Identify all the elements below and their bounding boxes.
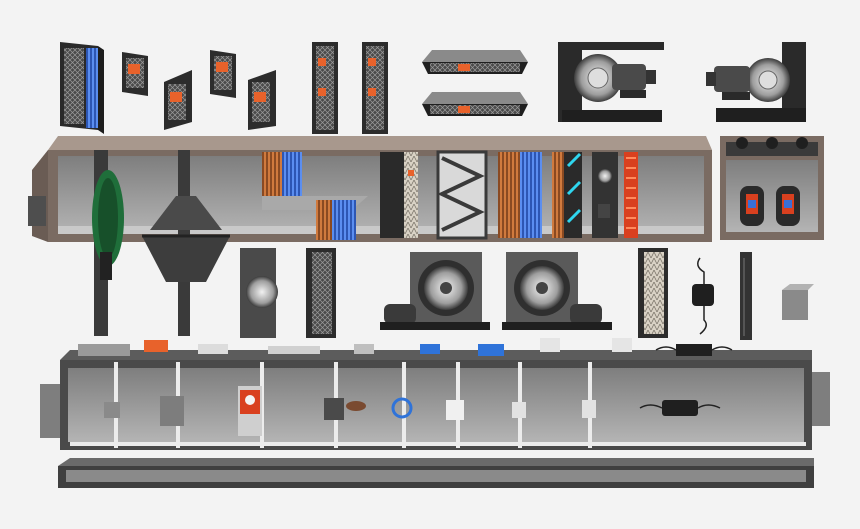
humidity-transmitter-icon: [324, 398, 366, 420]
middle-row-components: [240, 248, 814, 340]
reheat-coil-icon: [552, 152, 582, 238]
freeze-stat-head-icon: [512, 402, 526, 418]
cooling-coil-icon: [498, 152, 542, 238]
energy-recovery-wheel-icon: [92, 150, 124, 336]
main-ahu-sections: [92, 150, 638, 336]
cable-assembly-icon: [655, 344, 733, 356]
cable-connector-icon: [639, 400, 721, 416]
bag-filter-icon: [362, 42, 388, 134]
temperature-sensor-icon: [160, 396, 184, 426]
control-panel-icon: [238, 386, 262, 436]
airflow-station-icon: [478, 344, 504, 356]
sensor-rail-devices: [78, 338, 733, 436]
plenum-fan-motor-icon: [558, 42, 664, 122]
filter-section-icon: [380, 152, 418, 238]
fan-section-icon: [592, 152, 618, 238]
duct-sensor-icon: [268, 346, 320, 354]
damper-actuator-icon: [248, 70, 276, 130]
compressor-icon: [740, 186, 764, 226]
mixing-box-damper-icon: [422, 92, 528, 116]
pre-filter-icon: [306, 248, 336, 338]
mixing-section-icon: [142, 150, 230, 336]
current-sensor-icon: [612, 338, 632, 352]
freeze-stat-icon: [540, 338, 560, 352]
centrifugal-fan-icon: [380, 252, 490, 330]
mixing-box-damper-icon: [422, 50, 528, 74]
base-rail: [58, 458, 814, 488]
final-filter-icon: [638, 248, 668, 338]
static-pressure-sensor-icon: [104, 402, 120, 418]
top-row-components: [60, 42, 806, 134]
compressor-icon: [776, 186, 800, 226]
sensor-rail-casing: [40, 350, 830, 450]
plenum-fan-motor-icon: [706, 42, 806, 122]
pressure-switch-icon: [354, 344, 374, 354]
electric-heater-icon: [624, 152, 638, 238]
actuator-icon: [144, 340, 168, 352]
thermostat-icon: [198, 344, 228, 354]
pleated-filter-icon: [436, 150, 488, 240]
damper-actuator-icon: [164, 70, 192, 130]
controller-icon: [78, 344, 130, 356]
damper-actuator-icon: [122, 52, 148, 96]
current-sensor-head-icon: [582, 400, 596, 418]
junction-box-icon: [782, 284, 814, 320]
humidity-sensor-icon: [692, 257, 714, 335]
fan-array-icon: [240, 248, 278, 338]
damper-blade-icon: [740, 252, 752, 340]
damper-actuator-icon: [210, 50, 236, 98]
filter-panel-icon: [60, 42, 104, 134]
bag-filter-icon: [312, 42, 338, 134]
centrifugal-fan-icon: [502, 252, 612, 330]
condensing-unit: [720, 136, 824, 240]
smoke-detector-head-icon: [446, 400, 464, 420]
airflow-ring-icon: [391, 397, 413, 419]
preheat-coil-icon: [262, 152, 368, 240]
smoke-detector-icon: [420, 344, 440, 354]
